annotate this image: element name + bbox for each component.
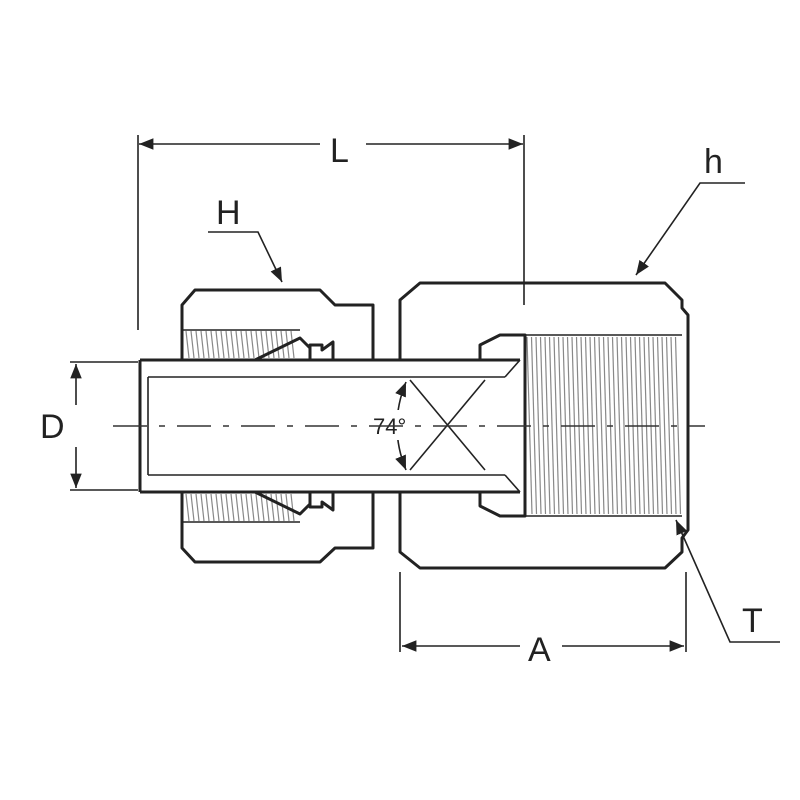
thread-hatch-line [250, 330, 255, 359]
thread-hatch-line [235, 330, 240, 359]
thread-hatch-line [616, 336, 623, 515]
thread-hatch-line [240, 330, 245, 359]
thread-hatch-line [611, 336, 619, 515]
leader-H [208, 231, 283, 283]
thread-hatch-line [245, 330, 250, 359]
thread-hatch-line [215, 330, 220, 359]
thread-hatch-line [661, 336, 668, 515]
thread-hatch-line [290, 330, 295, 359]
thread-hatch-line [195, 330, 200, 359]
thread-hatch-line [255, 330, 260, 359]
body-cone-top [504, 359, 521, 378]
thread-hatch-line [602, 336, 610, 515]
angle-label-bg [368, 410, 414, 440]
dim-label-H: H [216, 194, 241, 232]
thread-hatch-line [275, 493, 280, 522]
thread-hatch-line [190, 493, 195, 522]
thread-hatch-line [280, 330, 285, 359]
thread-hatch-line [220, 330, 225, 359]
thread-hatch-line [245, 493, 250, 522]
thread-hatch-line [270, 493, 275, 522]
thread-hatch-line [593, 336, 601, 515]
thread-hatch-line [200, 330, 205, 359]
thread-hatch-line [185, 493, 190, 522]
thread-hatch-line [185, 330, 190, 359]
thread-hatch-line [665, 336, 673, 515]
thread-hatch-line [250, 493, 255, 522]
nut-thread-top [185, 330, 295, 359]
thread-hatch-line [190, 330, 195, 359]
thread-hatch-line [535, 336, 542, 515]
thread-hatch-line [210, 330, 215, 359]
back-ferrule-top [308, 340, 335, 360]
thread-hatch-line [674, 336, 682, 515]
thread-hatch-line [280, 493, 285, 522]
thread-hatch-line [260, 493, 265, 522]
body-outline [398, 281, 690, 570]
thread-hatch-line [290, 493, 295, 522]
dim-label-A: A [528, 631, 551, 669]
thread-hatch-line [230, 330, 235, 359]
thread-hatch-line [235, 493, 240, 522]
thread-hatch-line [205, 330, 210, 359]
thread-hatch-line [548, 336, 556, 515]
thread-hatch-line [200, 493, 205, 522]
nut-outline [180, 288, 375, 564]
thread-hatch-line [230, 493, 235, 522]
thread-hatch-line [220, 493, 225, 522]
dim-label-L: L [330, 132, 349, 170]
body-cone-bottom [504, 474, 521, 493]
dim-label-T: T [742, 602, 763, 640]
thread-hatch-line [620, 336, 628, 515]
back-ferrule-bottom [308, 492, 335, 512]
thread-hatch-line [656, 336, 664, 515]
thread-hatch-line [270, 330, 275, 359]
thread-hatch-line [255, 493, 260, 522]
thread-hatch-line [553, 336, 560, 515]
thread-hatch-line [275, 330, 280, 359]
thread-hatch-line [225, 330, 230, 359]
leader-h [635, 182, 745, 276]
thread-hatch-line [598, 336, 605, 515]
thread-hatch-line [240, 493, 245, 522]
thread-hatch-line [225, 493, 230, 522]
thread-hatch-line [210, 493, 215, 522]
thread-hatch-line [195, 493, 200, 522]
thread-hatch-line [205, 493, 210, 522]
thread-hatch-line [530, 336, 538, 515]
leader-T [675, 519, 780, 643]
dim-label-h: h [704, 143, 723, 181]
dim-label-D: D [40, 408, 65, 446]
nut-thread-bottom [185, 493, 295, 522]
thread-hatch-line [215, 493, 220, 522]
cone-line-2 [409, 379, 486, 471]
thread-hatch-line [260, 330, 265, 359]
